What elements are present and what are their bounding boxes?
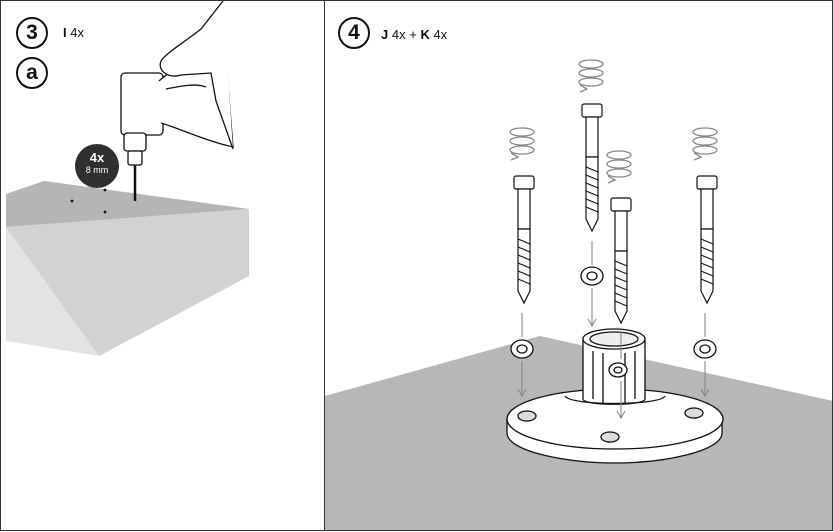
part-letter: I <box>63 25 67 40</box>
step-4-parts: J 4x + K 4x <box>381 27 447 42</box>
step-4-panel: 4 J 4x + K 4x <box>325 0 833 531</box>
step-3-illustration <box>1 1 325 531</box>
step-3-badge: 3 <box>16 17 48 49</box>
step-3-parts: I 4x <box>63 25 84 40</box>
rotate-arrow-icon <box>510 60 717 183</box>
step-4-illustration <box>325 1 833 531</box>
drill-bit-size: 8 mm <box>75 165 119 176</box>
lag-screw-icon <box>514 176 534 303</box>
plus-sign: + <box>409 27 417 42</box>
part-qty: 4x <box>70 25 84 40</box>
step-3-panel: 3 I 4x a 4x 8 mm <box>0 0 325 531</box>
step-4-badge: 4 <box>338 17 370 49</box>
lag-screw-icon <box>582 104 602 231</box>
upper-block <box>6 181 249 356</box>
substep-a-badge: a <box>16 57 48 89</box>
lag-screw-icon <box>611 198 631 323</box>
part2-letter: K <box>420 27 429 42</box>
drill-callout: 4x 8 mm <box>75 144 119 188</box>
part1-letter: J <box>381 27 388 42</box>
lag-screw-icon <box>697 176 717 303</box>
drill-hole-count: 4x <box>75 151 119 165</box>
part2-qty: 4x <box>433 27 447 42</box>
part1-qty: 4x <box>392 27 406 42</box>
